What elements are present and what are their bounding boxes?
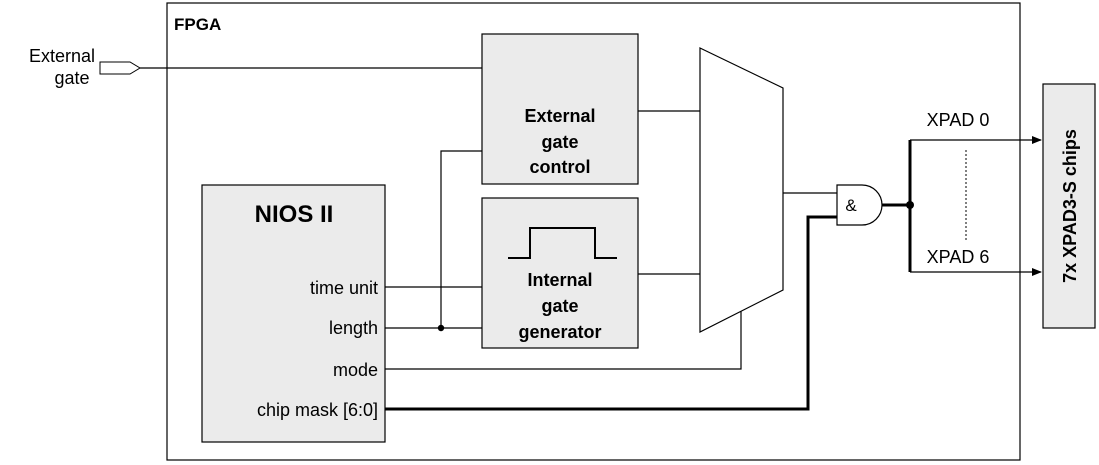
xpad-chips-block: [1042, 83, 1096, 329]
nios-port-chip-mask: chip mask [6:0]: [257, 400, 378, 420]
xpad-chips-label: 7x XPAD3-S chips: [1060, 129, 1080, 283]
internal-gate-generator-line3: generator: [518, 322, 601, 342]
multiplexer: [699, 47, 784, 333]
mode-wire: [385, 311, 742, 370]
internal-gate-generator-block: [481, 197, 639, 349]
external-gate-control-line3: control: [530, 157, 591, 177]
and-gate: [836, 184, 883, 226]
internal-gate-generator-line1: Internal: [527, 270, 592, 290]
chip-mask-bus: [385, 215, 837, 411]
internal-gate-generator-line2: gate: [541, 296, 578, 316]
external-gate-input-pin: [99, 61, 141, 75]
length-branch-wire: [440, 150, 482, 328]
nios-port-length: length: [329, 318, 378, 338]
nios-ii-title: NIOS II: [255, 201, 334, 228]
external-gate-label-line1: External: [29, 46, 95, 66]
fpga-label: FPGA: [174, 15, 221, 34]
external-gate-control-line2: gate: [541, 132, 578, 152]
nios-port-mode: mode: [333, 360, 378, 380]
length-junction-dot: [437, 324, 445, 332]
nios-port-time-unit: time unit: [310, 278, 378, 298]
pulse-waveform-icon: [508, 227, 617, 259]
external-gate-label-line2: gate: [54, 68, 89, 88]
external-gate-control-block: [481, 33, 639, 185]
and-gate-symbol: &: [845, 196, 857, 215]
external-gate-control-line1: External: [524, 106, 595, 126]
xpad0-label: XPAD 0: [927, 110, 990, 130]
nios-ii-block: [201, 184, 386, 443]
xpad6-label: XPAD 6: [927, 247, 990, 267]
